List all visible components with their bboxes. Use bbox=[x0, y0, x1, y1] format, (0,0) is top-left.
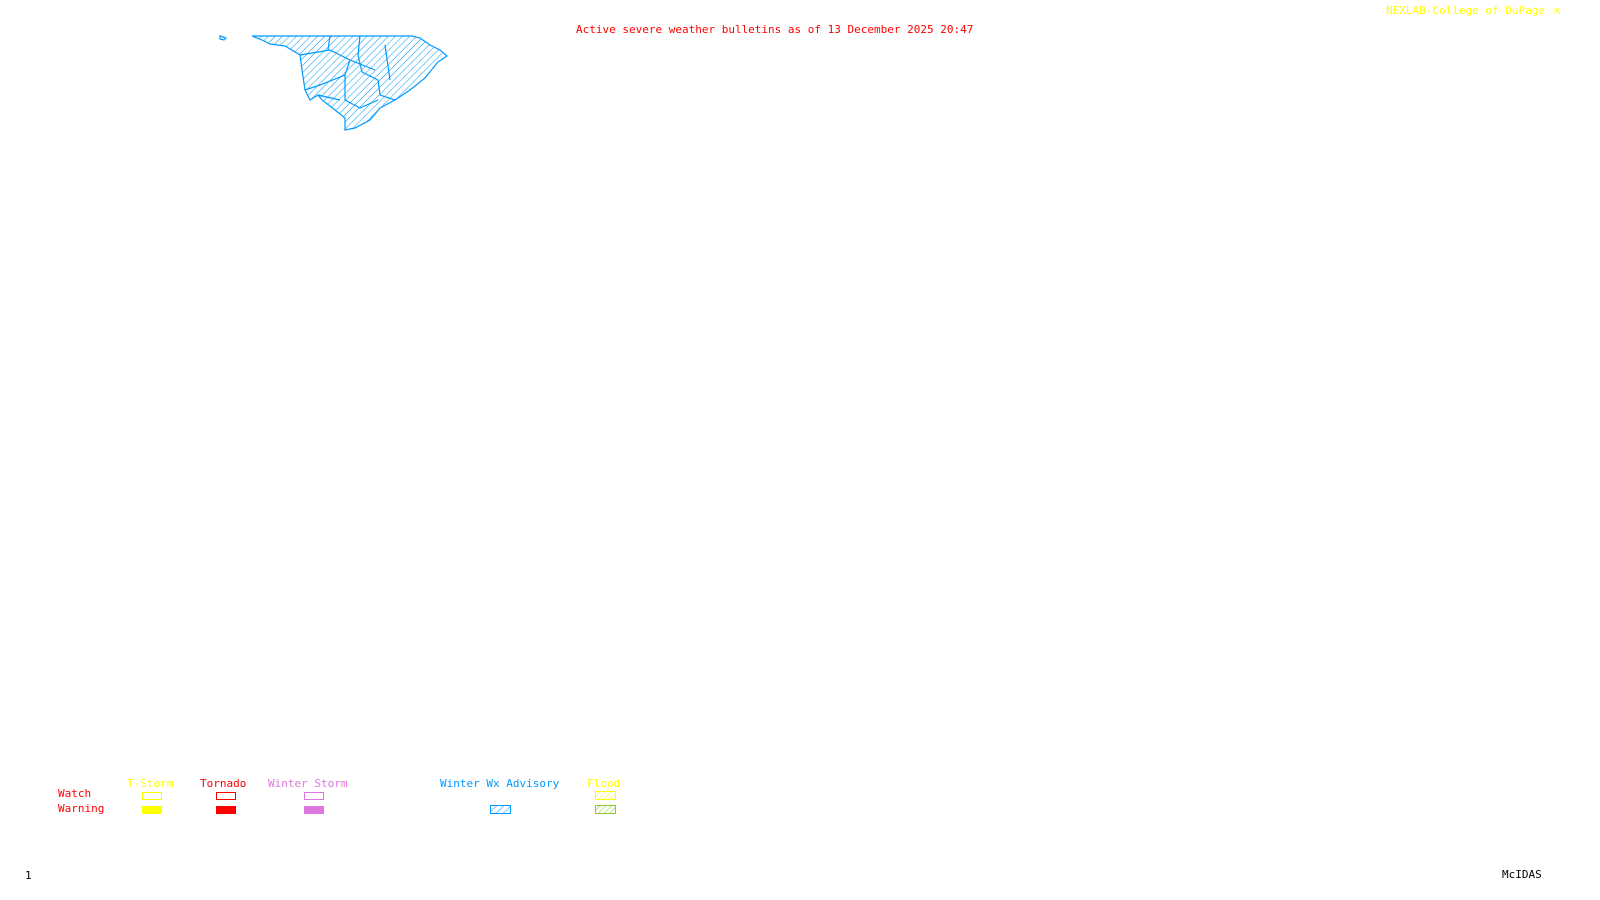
legend-watch-label: Watch bbox=[58, 787, 92, 800]
legend-tstorm-watch-swatch bbox=[142, 792, 162, 800]
software-label: McIDAS bbox=[1502, 868, 1542, 881]
legend-winter-storm-warning-swatch bbox=[304, 806, 324, 814]
legend-tornado-warning-swatch bbox=[216, 806, 236, 814]
legend-winter-storm-label: Winter Storm bbox=[268, 777, 348, 790]
frame-number: 1 bbox=[25, 869, 32, 882]
legend-winter-storm-watch-swatch bbox=[304, 792, 324, 800]
corner-arrow-icon: ⇱ bbox=[1554, 4, 1561, 17]
legend-flood-warning-swatch bbox=[595, 805, 616, 814]
legend-flood-label: Flood bbox=[587, 777, 621, 790]
legend-tstorm-warning-swatch bbox=[142, 806, 162, 814]
legend-tornado-watch-swatch bbox=[216, 792, 236, 800]
legend-flood-watch-swatch bbox=[595, 791, 616, 800]
credit-label: NEXLAB-College of DuPage bbox=[1386, 4, 1545, 17]
legend-tornado-label: Tornado bbox=[200, 777, 247, 790]
legend-tstorm-label: T-Storm bbox=[127, 777, 174, 790]
legend-winter-advisory-swatch bbox=[490, 805, 511, 814]
legend-warning-label: Warning bbox=[58, 802, 105, 815]
legend-winter-advisory-label: Winter Wx Advisory bbox=[440, 777, 560, 790]
winter-weather-advisory-area bbox=[219, 35, 448, 131]
map-title: Active severe weather bulletins as of 13… bbox=[576, 23, 974, 36]
